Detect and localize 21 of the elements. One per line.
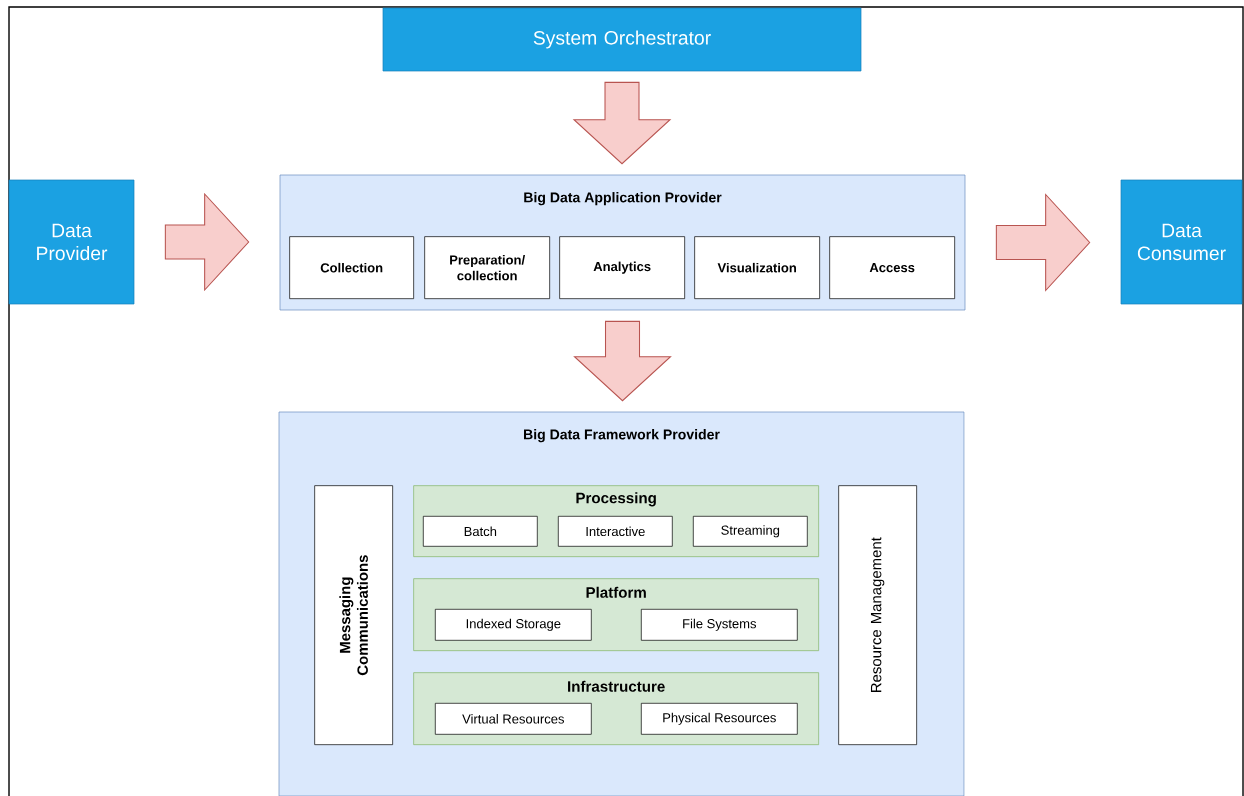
block-arrow	[573, 320, 672, 402]
component-box: Physical Resources	[640, 702, 798, 735]
actor-box: Data Consumer	[1120, 179, 1243, 305]
component-box: File Systems	[640, 608, 798, 641]
actor-box: Data Provider	[8, 179, 135, 305]
vertical-box: Resource Management	[838, 485, 917, 745]
component-box: Access	[829, 236, 955, 299]
actor-box: System Orchestrator	[382, 7, 862, 72]
component-box: Interactive	[557, 515, 673, 547]
component-box: Indexed Storage	[434, 608, 592, 641]
component-box: Analytics	[559, 236, 685, 299]
block-arrow	[164, 192, 250, 292]
vertical-box: Messaging Communications	[314, 485, 393, 745]
component-box: Visualization	[694, 236, 820, 299]
component-box: Virtual Resources	[434, 702, 592, 735]
component-box: Batch	[422, 515, 538, 547]
block-arrow	[995, 193, 1091, 292]
block-arrow	[572, 81, 672, 165]
component-box: Collection	[289, 236, 414, 299]
component-box: Streaming	[692, 515, 808, 547]
component-box: Preparation/ collection	[424, 236, 550, 299]
